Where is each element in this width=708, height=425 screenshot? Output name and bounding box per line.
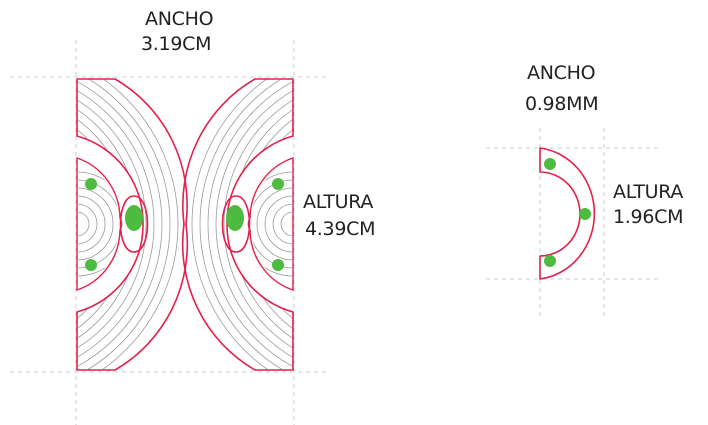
- hole-marker: [85, 178, 97, 190]
- right-piece-outline: [539, 147, 596, 280]
- left-width-value: 3.19CM: [141, 33, 212, 55]
- left-height-label: ALTURA: [303, 191, 374, 213]
- left-piece: [76, 78, 294, 371]
- left-inner-insert: [76, 157, 123, 291]
- right-height-label: ALTURA: [613, 181, 684, 203]
- right-height-value: 1.96CM: [613, 206, 684, 228]
- left-lobe-outline: [119, 195, 149, 253]
- right-width-label: ANCHO: [527, 62, 596, 84]
- hole-marker: [272, 178, 284, 190]
- left-height-value: 4.39CM: [305, 218, 376, 240]
- right-piece: [539, 147, 596, 280]
- hole-marker: [544, 158, 556, 170]
- left-piece-outline: [76, 78, 294, 371]
- hole-marker: [125, 205, 143, 231]
- right-width-value: 0.98MM: [525, 93, 599, 115]
- dimension-guides: [10, 40, 660, 425]
- hole-marker: [226, 205, 244, 231]
- right-inner-insert: [247, 157, 294, 291]
- left-width-label: ANCHO: [145, 8, 214, 30]
- hole-marker: [579, 208, 591, 220]
- hole-marker: [85, 259, 97, 271]
- right-lobe-outline: [221, 195, 251, 253]
- hole-marker: [544, 255, 556, 267]
- hole-marker: [272, 259, 284, 271]
